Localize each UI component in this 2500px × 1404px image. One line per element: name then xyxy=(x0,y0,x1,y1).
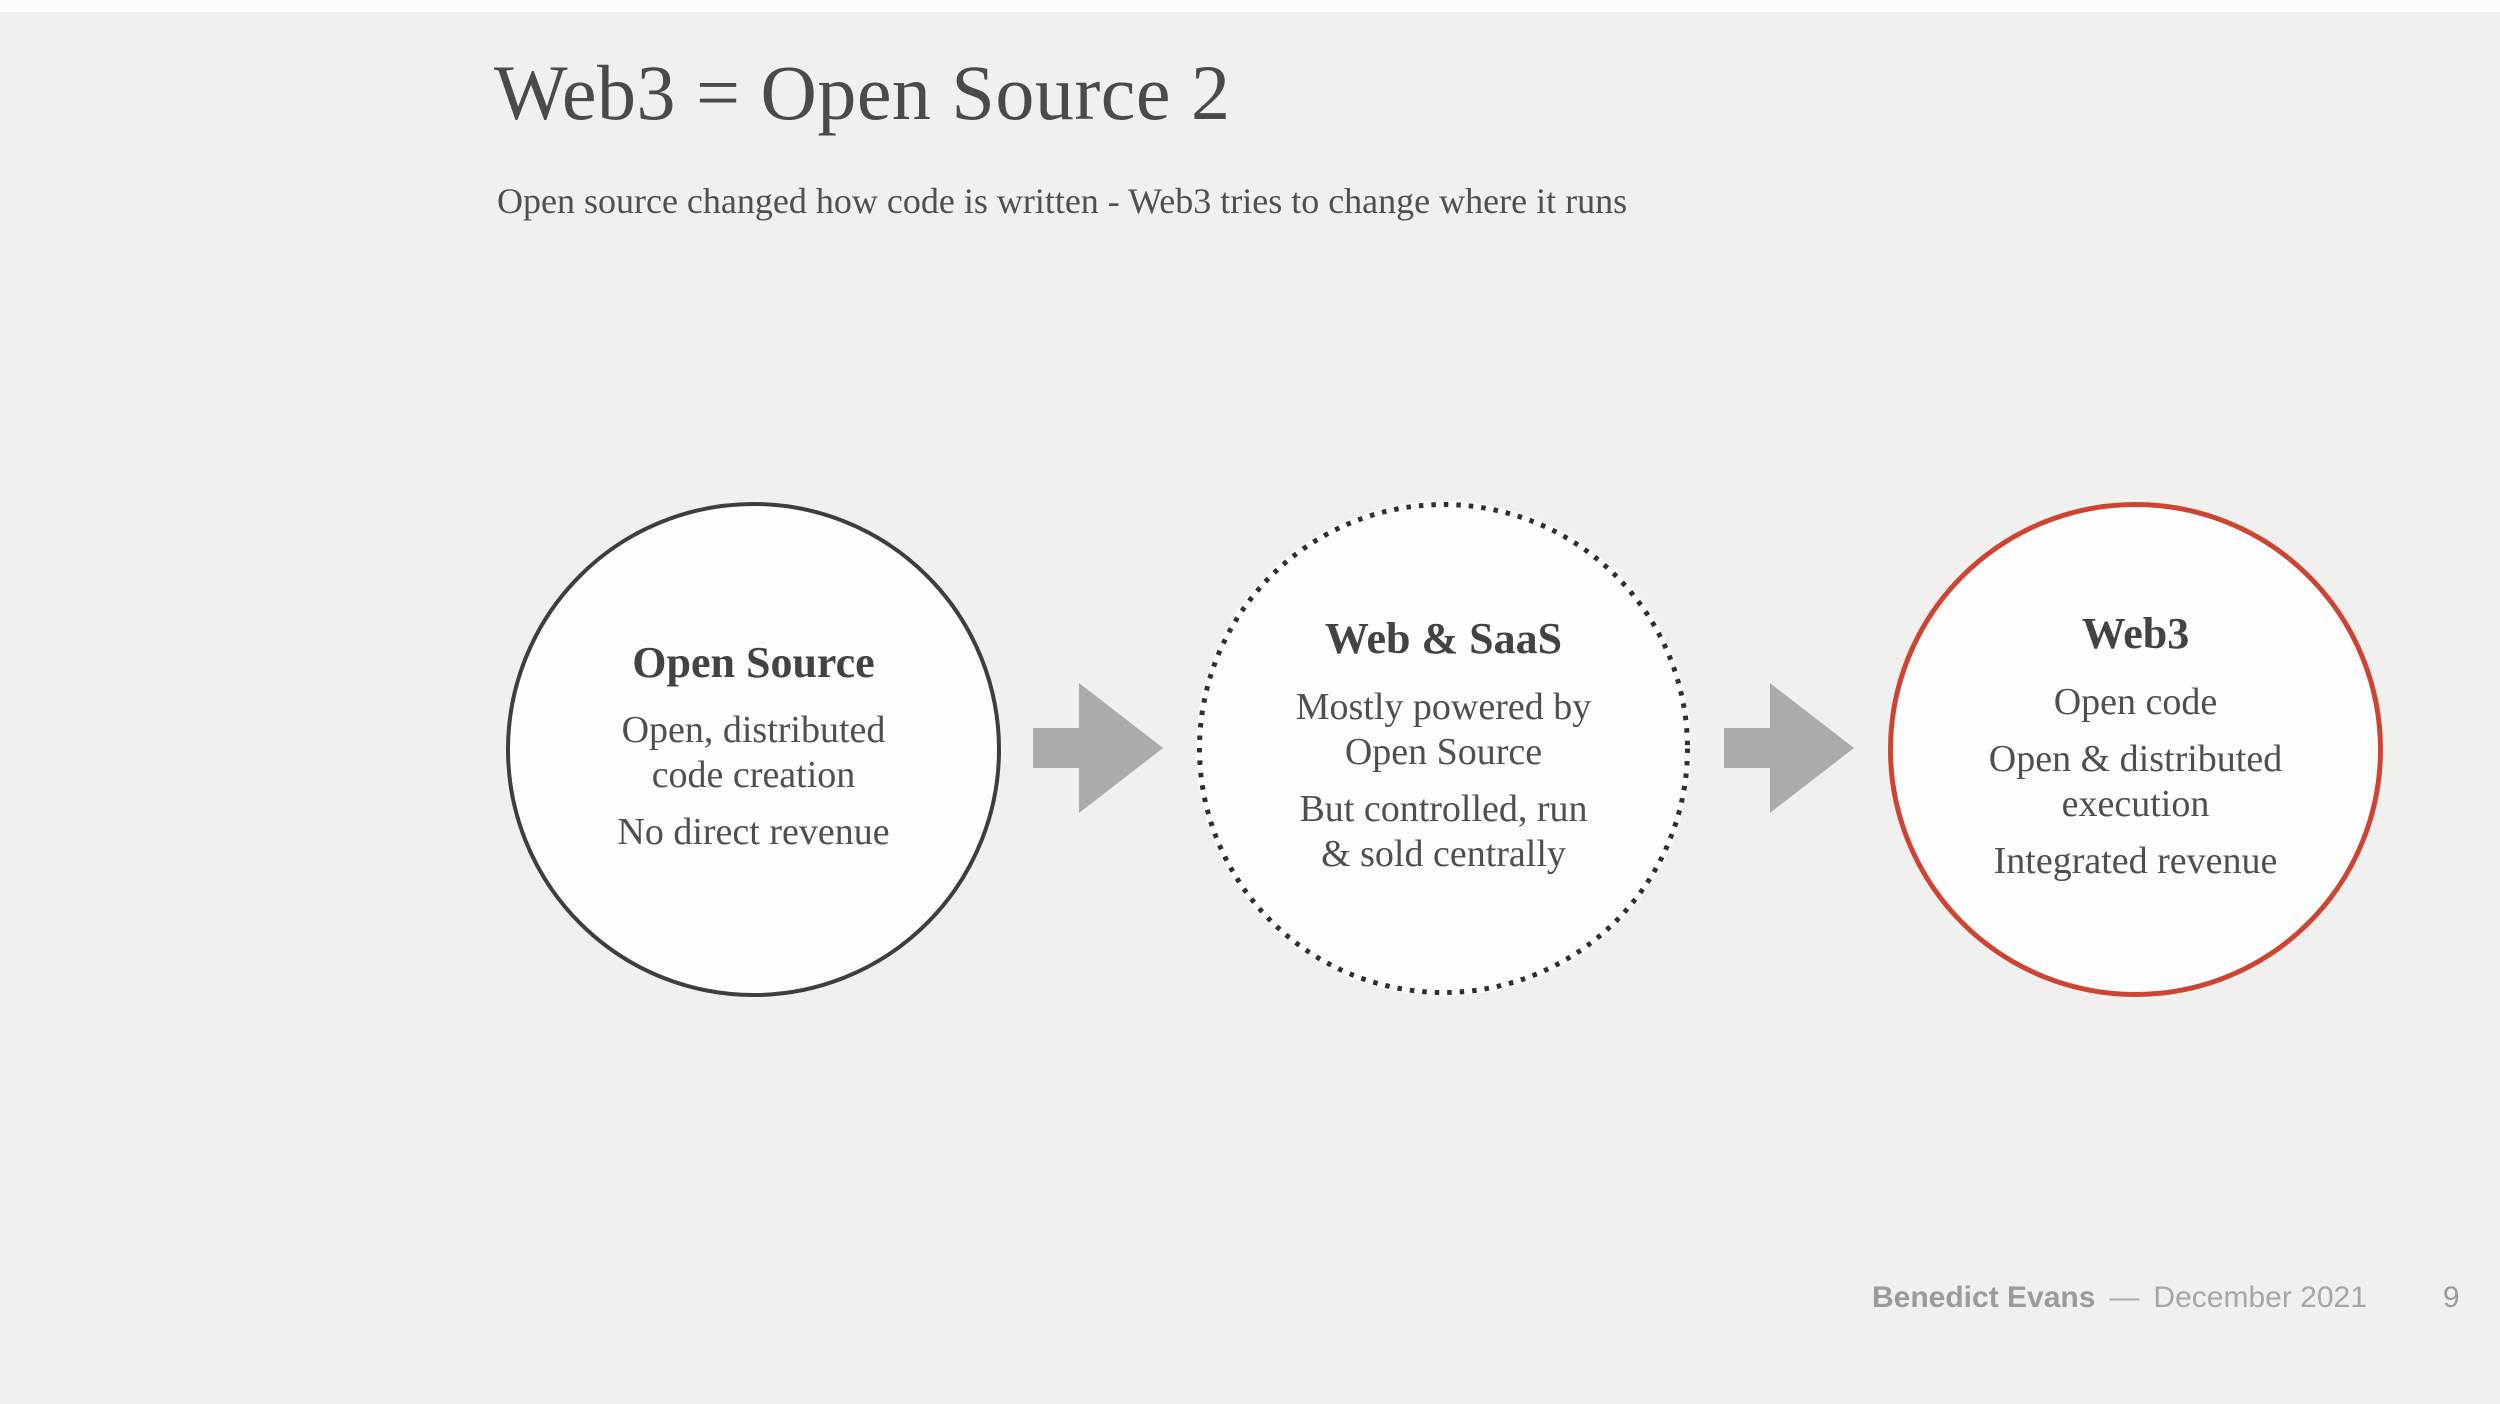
node-open-source: Open Source Open, distributed code creat… xyxy=(506,502,1001,997)
right-arrow-icon xyxy=(1724,683,1854,813)
node-open-source-title: Open Source xyxy=(632,637,875,687)
footer-author: Benedict Evans xyxy=(1872,1281,2096,1314)
right-arrow-icon xyxy=(1033,683,1163,813)
node-web3-title: Web3 xyxy=(2081,609,2190,659)
node-open-source-line-2: No direct revenue xyxy=(617,811,890,854)
footer-separator: — xyxy=(2109,1281,2140,1314)
node-web-saas-title: Web & SaaS xyxy=(1324,614,1563,664)
node-web-saas-line-2: But controlled, run & sold centrally xyxy=(1299,787,1588,875)
node-web-saas-line-1: Mostly powered by Open Source xyxy=(1295,685,1592,773)
footer-date: December 2021 xyxy=(2153,1281,2367,1314)
slide-title: Web3 = Open Source 2 xyxy=(494,49,1231,136)
node-open-source-line-1: Open, distributed code creation xyxy=(621,709,886,797)
node-web3-line-1: Open code xyxy=(2053,680,2218,723)
top-strip xyxy=(0,0,2500,12)
footer: Benedict Evans — December 2021 9 xyxy=(1872,1281,2460,1315)
node-web3-line-3: Integrated revenue xyxy=(1993,839,2278,882)
slide-subtitle: Open source changed how code is written … xyxy=(497,181,1628,221)
footer-page-number: 9 xyxy=(2442,1281,2460,1314)
node-web-saas: Web & SaaS Mostly powered by Open Source… xyxy=(1196,501,1691,996)
node-web3-line-2: Open & distributed execution xyxy=(1988,737,2283,825)
node-web3: Web3 Open code Open & distributed execut… xyxy=(1888,502,2383,997)
